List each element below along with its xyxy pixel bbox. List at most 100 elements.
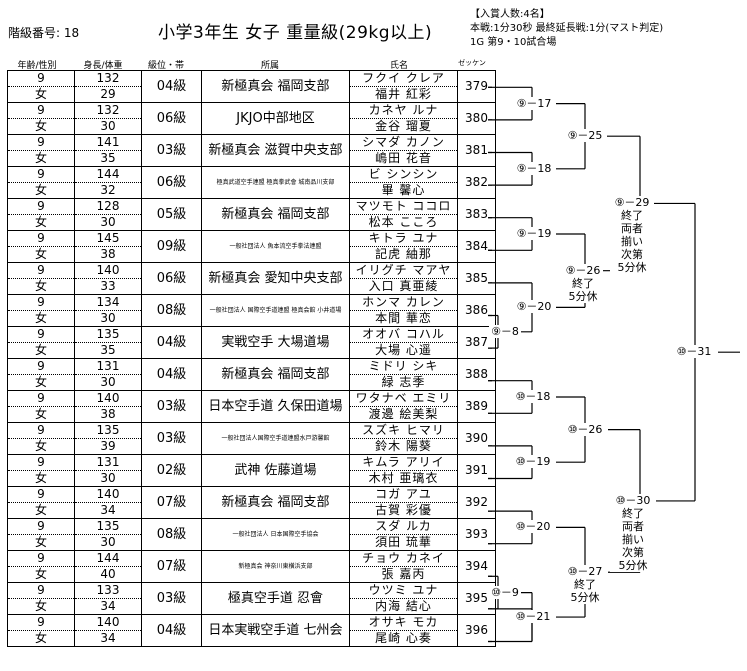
player-number: 392 xyxy=(457,486,496,519)
match-time: 本戦:1分30秒 最終延長戦:1分(マスト判定) xyxy=(470,23,664,34)
player-dojo: 極真武道空手連盟 極真拳武會 城南品川支部 xyxy=(201,166,350,199)
match-label-line: 次第 xyxy=(621,248,643,262)
match-label: ⑩－26 xyxy=(562,422,608,436)
player-rank: 06級 xyxy=(141,262,202,295)
player-name-kana: イリグチ マアヤ xyxy=(349,262,458,279)
match-label: ⑨－25 xyxy=(563,129,607,143)
player-rank: 04級 xyxy=(141,326,202,359)
match-label: ⑩－21 xyxy=(510,610,556,624)
player-name-kanji: 尾崎 心奏 xyxy=(349,630,458,647)
match-label: ⑨－18 xyxy=(512,161,556,175)
player-sex: 女 xyxy=(7,406,75,423)
player-name-kana: チョウ カネイ xyxy=(349,550,458,567)
page-title: 小学3年生 女子 重量級(29kg以上) xyxy=(158,23,433,43)
player-name-kanji: 畢 馨心 xyxy=(349,182,458,199)
player-dojo: 新極真会 福岡支部 xyxy=(201,70,350,103)
player-age: 9 xyxy=(7,550,75,567)
player-weight: 34 xyxy=(74,630,142,647)
player-height: 132 xyxy=(74,102,142,119)
match-label-line: 揃い xyxy=(622,532,644,546)
match-label-line: 両者 xyxy=(621,222,643,236)
player-name-kana: スズキ ヒマリ xyxy=(349,422,458,439)
player-weight: 30 xyxy=(74,470,142,487)
player-rank: 03級 xyxy=(141,582,202,615)
col-name: 氏名 xyxy=(389,61,408,71)
match-label-line: 終了 xyxy=(622,506,644,520)
player-sex: 女 xyxy=(7,214,75,231)
player-height: 135 xyxy=(74,422,142,439)
player-height: 140 xyxy=(74,262,142,279)
player-weight: 38 xyxy=(74,246,142,263)
player-dojo: 新極真会 福岡支部 xyxy=(201,486,350,519)
player-number: 380 xyxy=(457,102,496,135)
player-height: 135 xyxy=(74,326,142,343)
player-rank: 03級 xyxy=(141,422,202,455)
col-dojo: 所属 xyxy=(260,61,279,71)
match-label-line: 5分休 xyxy=(570,591,600,605)
player-weight: 34 xyxy=(74,598,142,615)
match-label-line: 5分休 xyxy=(568,289,598,303)
player-name-kana: オサキ モカ xyxy=(349,614,458,631)
match-label: ⑩－18 xyxy=(510,390,556,403)
col-age-sex: 年齢/性別 xyxy=(17,61,57,71)
player-name-kanji: 松本 こころ xyxy=(349,214,458,231)
match-label-line: 終了 xyxy=(572,276,594,290)
player-height: 132 xyxy=(74,70,142,87)
player-weight: 29 xyxy=(74,86,142,103)
player-name-kana: シマダ カノン xyxy=(349,134,458,151)
player-age: 9 xyxy=(7,358,75,375)
player-dojo: 日本空手道 久保田道場 xyxy=(201,390,350,423)
player-number: 379 xyxy=(457,70,496,103)
player-height: 131 xyxy=(74,454,142,471)
player-height: 144 xyxy=(74,550,142,567)
player-rank: 09級 xyxy=(141,230,202,263)
player-rank: 04級 xyxy=(141,614,202,647)
player-age: 9 xyxy=(7,486,75,503)
player-name-kana: ミドリ シキ xyxy=(349,358,458,375)
player-dojo: 新極真会 福岡支部 xyxy=(201,198,350,231)
player-height: 141 xyxy=(74,134,142,151)
player-height: 131 xyxy=(74,358,142,375)
match-label: ⑨－19 xyxy=(512,227,556,240)
match-label-line: ⑩－30 xyxy=(615,493,651,507)
player-name-kana: コガ アユ xyxy=(349,486,458,503)
col-rank: 級位・帯 xyxy=(147,61,184,71)
player-name-kana: オオバ コハル xyxy=(349,326,458,343)
player-rank: 05級 xyxy=(141,198,202,231)
col-height-weight: 身長/体重 xyxy=(83,61,123,71)
match-label: ⑨－17 xyxy=(512,96,556,110)
player-rank: 04級 xyxy=(141,70,202,103)
rules-info: 【入賞人数:4名】 本戦:1分30秒 最終延長戦:1分(マスト判定) 1G 第9… xyxy=(470,8,663,50)
player-name-kana: マツモト ココロ xyxy=(349,198,458,215)
match-label-line: ⑩－27 xyxy=(567,565,603,579)
player-dojo: 日本実戦空手道 七州会 xyxy=(201,614,350,647)
player-name-kana: キトラ ユナ xyxy=(349,230,458,247)
player-age: 9 xyxy=(7,230,75,247)
player-name-kana: ワタナベ エミリ xyxy=(349,390,458,407)
player-name-kana: カネヤ ルナ xyxy=(349,102,458,119)
player-dojo: 実戦空手 大場道場 xyxy=(201,326,350,359)
match-label: ⑩－20 xyxy=(510,520,556,534)
player-dojo: 一般社団法人 魚本流空手拳法連盟 xyxy=(201,230,350,263)
player-name-kanji: 内海 結心 xyxy=(349,598,458,615)
player-rank: 03級 xyxy=(141,134,202,167)
